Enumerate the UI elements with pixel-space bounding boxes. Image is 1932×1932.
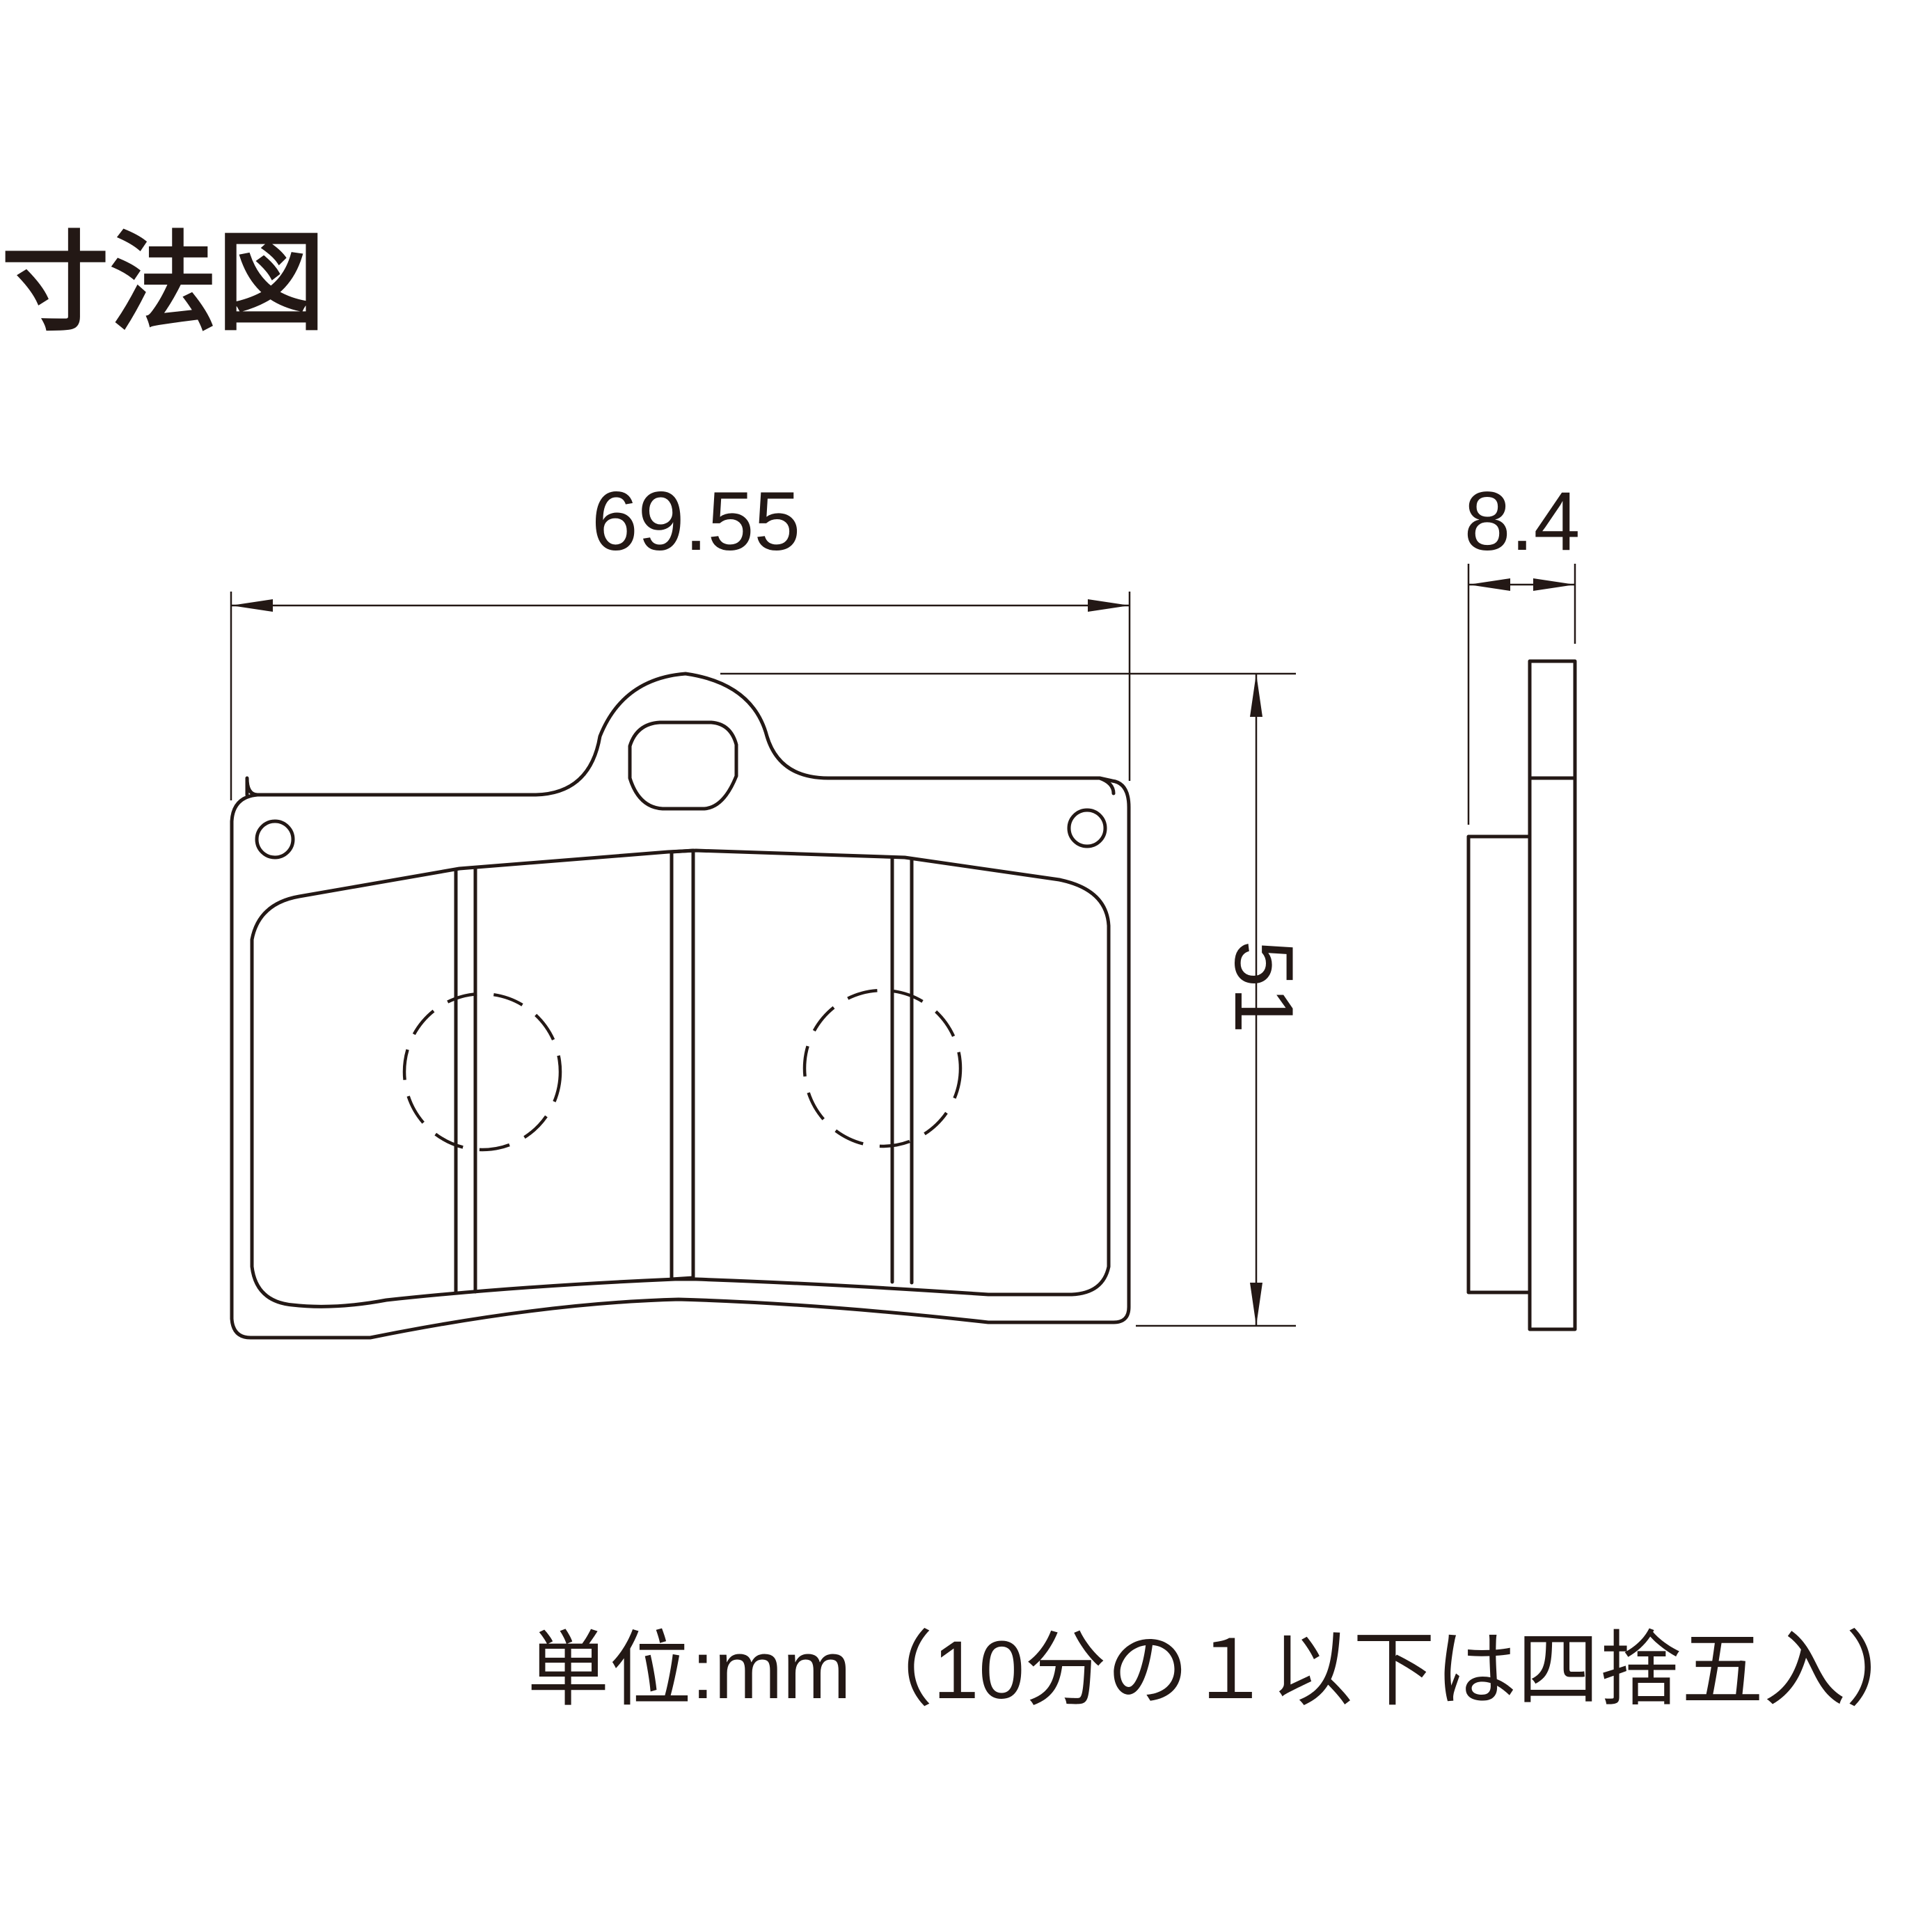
unit-note: 単位:mm（10分の１以下は四捨五入） — [527, 1624, 1928, 1716]
width-dimension: 69.55 — [230, 475, 1131, 800]
drawing-title: 寸法図 — [1, 223, 325, 343]
side-friction-material — [1466, 834, 1532, 1294]
friction-slots — [454, 848, 914, 1295]
side-backing-plate — [1528, 659, 1577, 1331]
arrow-head-top — [1250, 674, 1262, 717]
thickness-value: 8.4 — [1464, 475, 1581, 568]
pad-side-view — [1466, 659, 1577, 1331]
mounting-hole-left — [255, 819, 295, 860]
ear-slot — [628, 720, 738, 811]
arrow-head-left — [231, 599, 273, 612]
height-dimension: 51 — [720, 672, 1311, 1327]
arrow-head-right — [1088, 599, 1130, 612]
arrow-head-bottom — [1250, 1283, 1262, 1326]
friction-material-outline — [250, 848, 1111, 1308]
piston-position-left — [402, 992, 562, 1152]
mounting-hole-right — [1067, 808, 1107, 848]
height-value: 51 — [1217, 940, 1311, 1033]
backing-plate-outline — [230, 672, 1131, 1340]
width-value: 69.55 — [592, 475, 800, 568]
pad-front-view — [230, 672, 1131, 1340]
thickness-dimension: 8.4 — [1464, 475, 1581, 825]
piston-position-right — [802, 988, 963, 1148]
